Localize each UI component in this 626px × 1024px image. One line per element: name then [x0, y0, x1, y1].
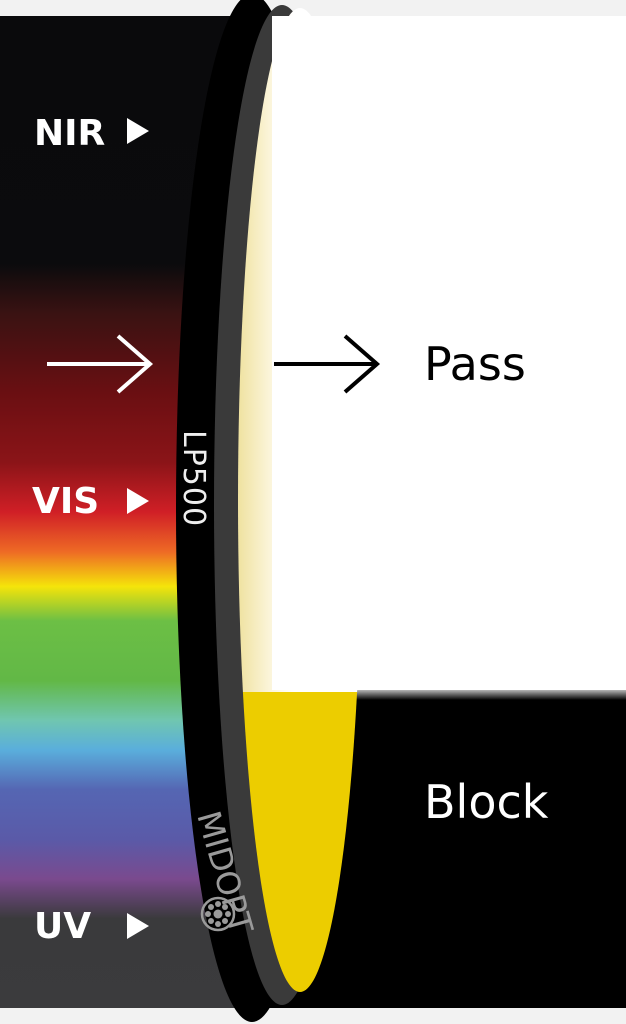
arrow-right-icon	[47, 334, 154, 394]
filter-glass-bottom	[242, 692, 358, 992]
midopt-logo-icon	[200, 896, 236, 932]
filter-model-label: LP500	[176, 430, 211, 527]
pass-label: Pass	[424, 337, 526, 391]
arrow-right-icon	[274, 334, 381, 394]
vis-label: VIS	[32, 481, 99, 522]
nir-label: NIR	[34, 113, 105, 154]
block-label: Block	[424, 775, 549, 829]
pass-region-overlay	[272, 16, 626, 690]
triangle-right-icon	[127, 488, 149, 514]
triangle-right-icon	[127, 118, 149, 144]
uv-label: UV	[34, 906, 91, 947]
triangle-right-icon	[127, 913, 149, 939]
